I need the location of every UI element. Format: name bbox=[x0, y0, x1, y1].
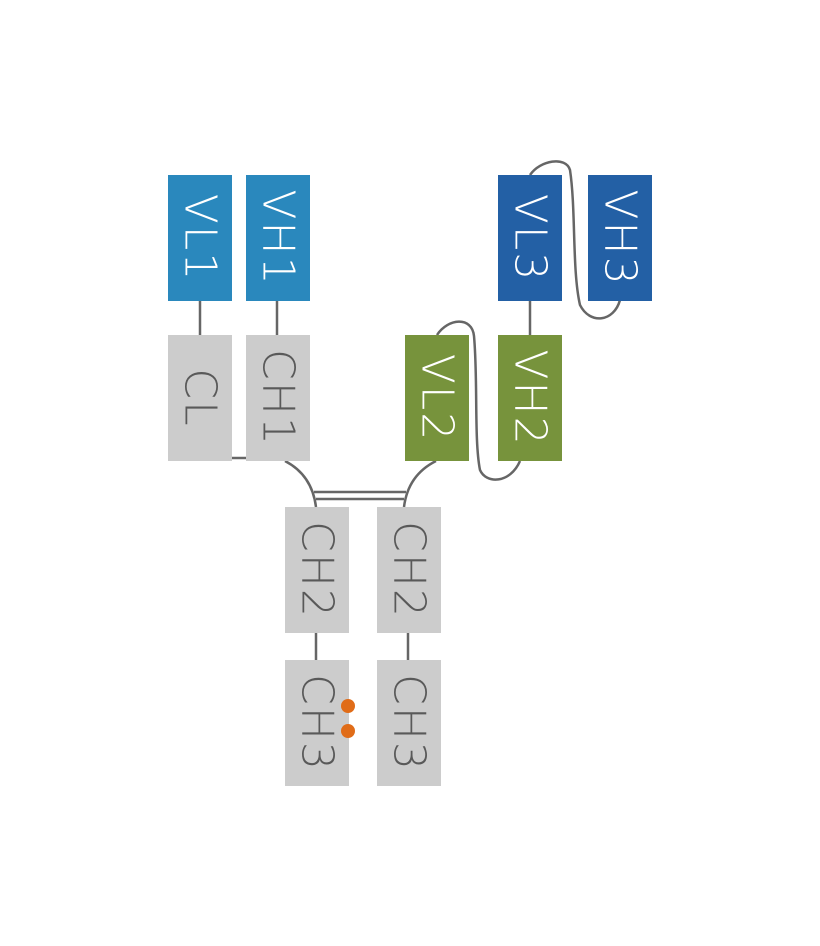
domain-box bbox=[377, 507, 441, 633]
domain-label: VH1 bbox=[253, 189, 304, 286]
domain-label: CH2 bbox=[384, 521, 435, 619]
domain-vl2: VL2 bbox=[405, 335, 469, 461]
domain-label: VL2 bbox=[412, 354, 463, 443]
domain-label: VH2 bbox=[505, 349, 556, 446]
domain-box bbox=[498, 335, 562, 461]
domain-cl: CL bbox=[168, 335, 232, 461]
domain-vl1: VL1 bbox=[168, 175, 232, 301]
domain-ch3-left: CH3 bbox=[285, 660, 349, 786]
domain-box bbox=[246, 175, 310, 301]
domain-box bbox=[285, 507, 349, 633]
dot-icon bbox=[341, 699, 355, 713]
domain-ch2-right: CH2 bbox=[377, 507, 441, 633]
linker-vl2-vh2 bbox=[435, 320, 522, 481]
domain-box bbox=[498, 175, 562, 301]
hinge-left bbox=[284, 459, 318, 508]
domain-box bbox=[285, 660, 349, 786]
domain-label: CH3 bbox=[292, 674, 343, 772]
domain-label: CL bbox=[175, 368, 226, 427]
domain-ch2-left: CH2 bbox=[285, 507, 349, 633]
domain-box bbox=[588, 175, 652, 301]
domain-vl3: VL3 bbox=[498, 175, 562, 301]
linkers bbox=[198, 160, 622, 660]
domain-box bbox=[168, 175, 232, 301]
domain-label: VL3 bbox=[505, 194, 556, 283]
linker-vl3-vh3 bbox=[528, 160, 622, 320]
domain-box bbox=[405, 335, 469, 461]
domain-ch3-right: CH3 bbox=[377, 660, 441, 786]
domain-box bbox=[168, 335, 232, 461]
domain-label: VH3 bbox=[595, 189, 646, 286]
domain-ch1: CH1 bbox=[246, 335, 310, 461]
domain-label: CH2 bbox=[292, 521, 343, 619]
domain-label: VL1 bbox=[175, 194, 226, 283]
domain-vh1: VH1 bbox=[246, 175, 310, 301]
domain-vh3: VH3 bbox=[588, 175, 652, 301]
domain-vh2: VH2 bbox=[498, 335, 562, 461]
domain-box bbox=[246, 335, 310, 461]
hinge-right bbox=[402, 459, 437, 508]
dot-icon bbox=[341, 724, 355, 738]
domain-label: CH1 bbox=[253, 349, 304, 447]
domain-label: CH3 bbox=[384, 674, 435, 772]
domain-box bbox=[377, 660, 441, 786]
